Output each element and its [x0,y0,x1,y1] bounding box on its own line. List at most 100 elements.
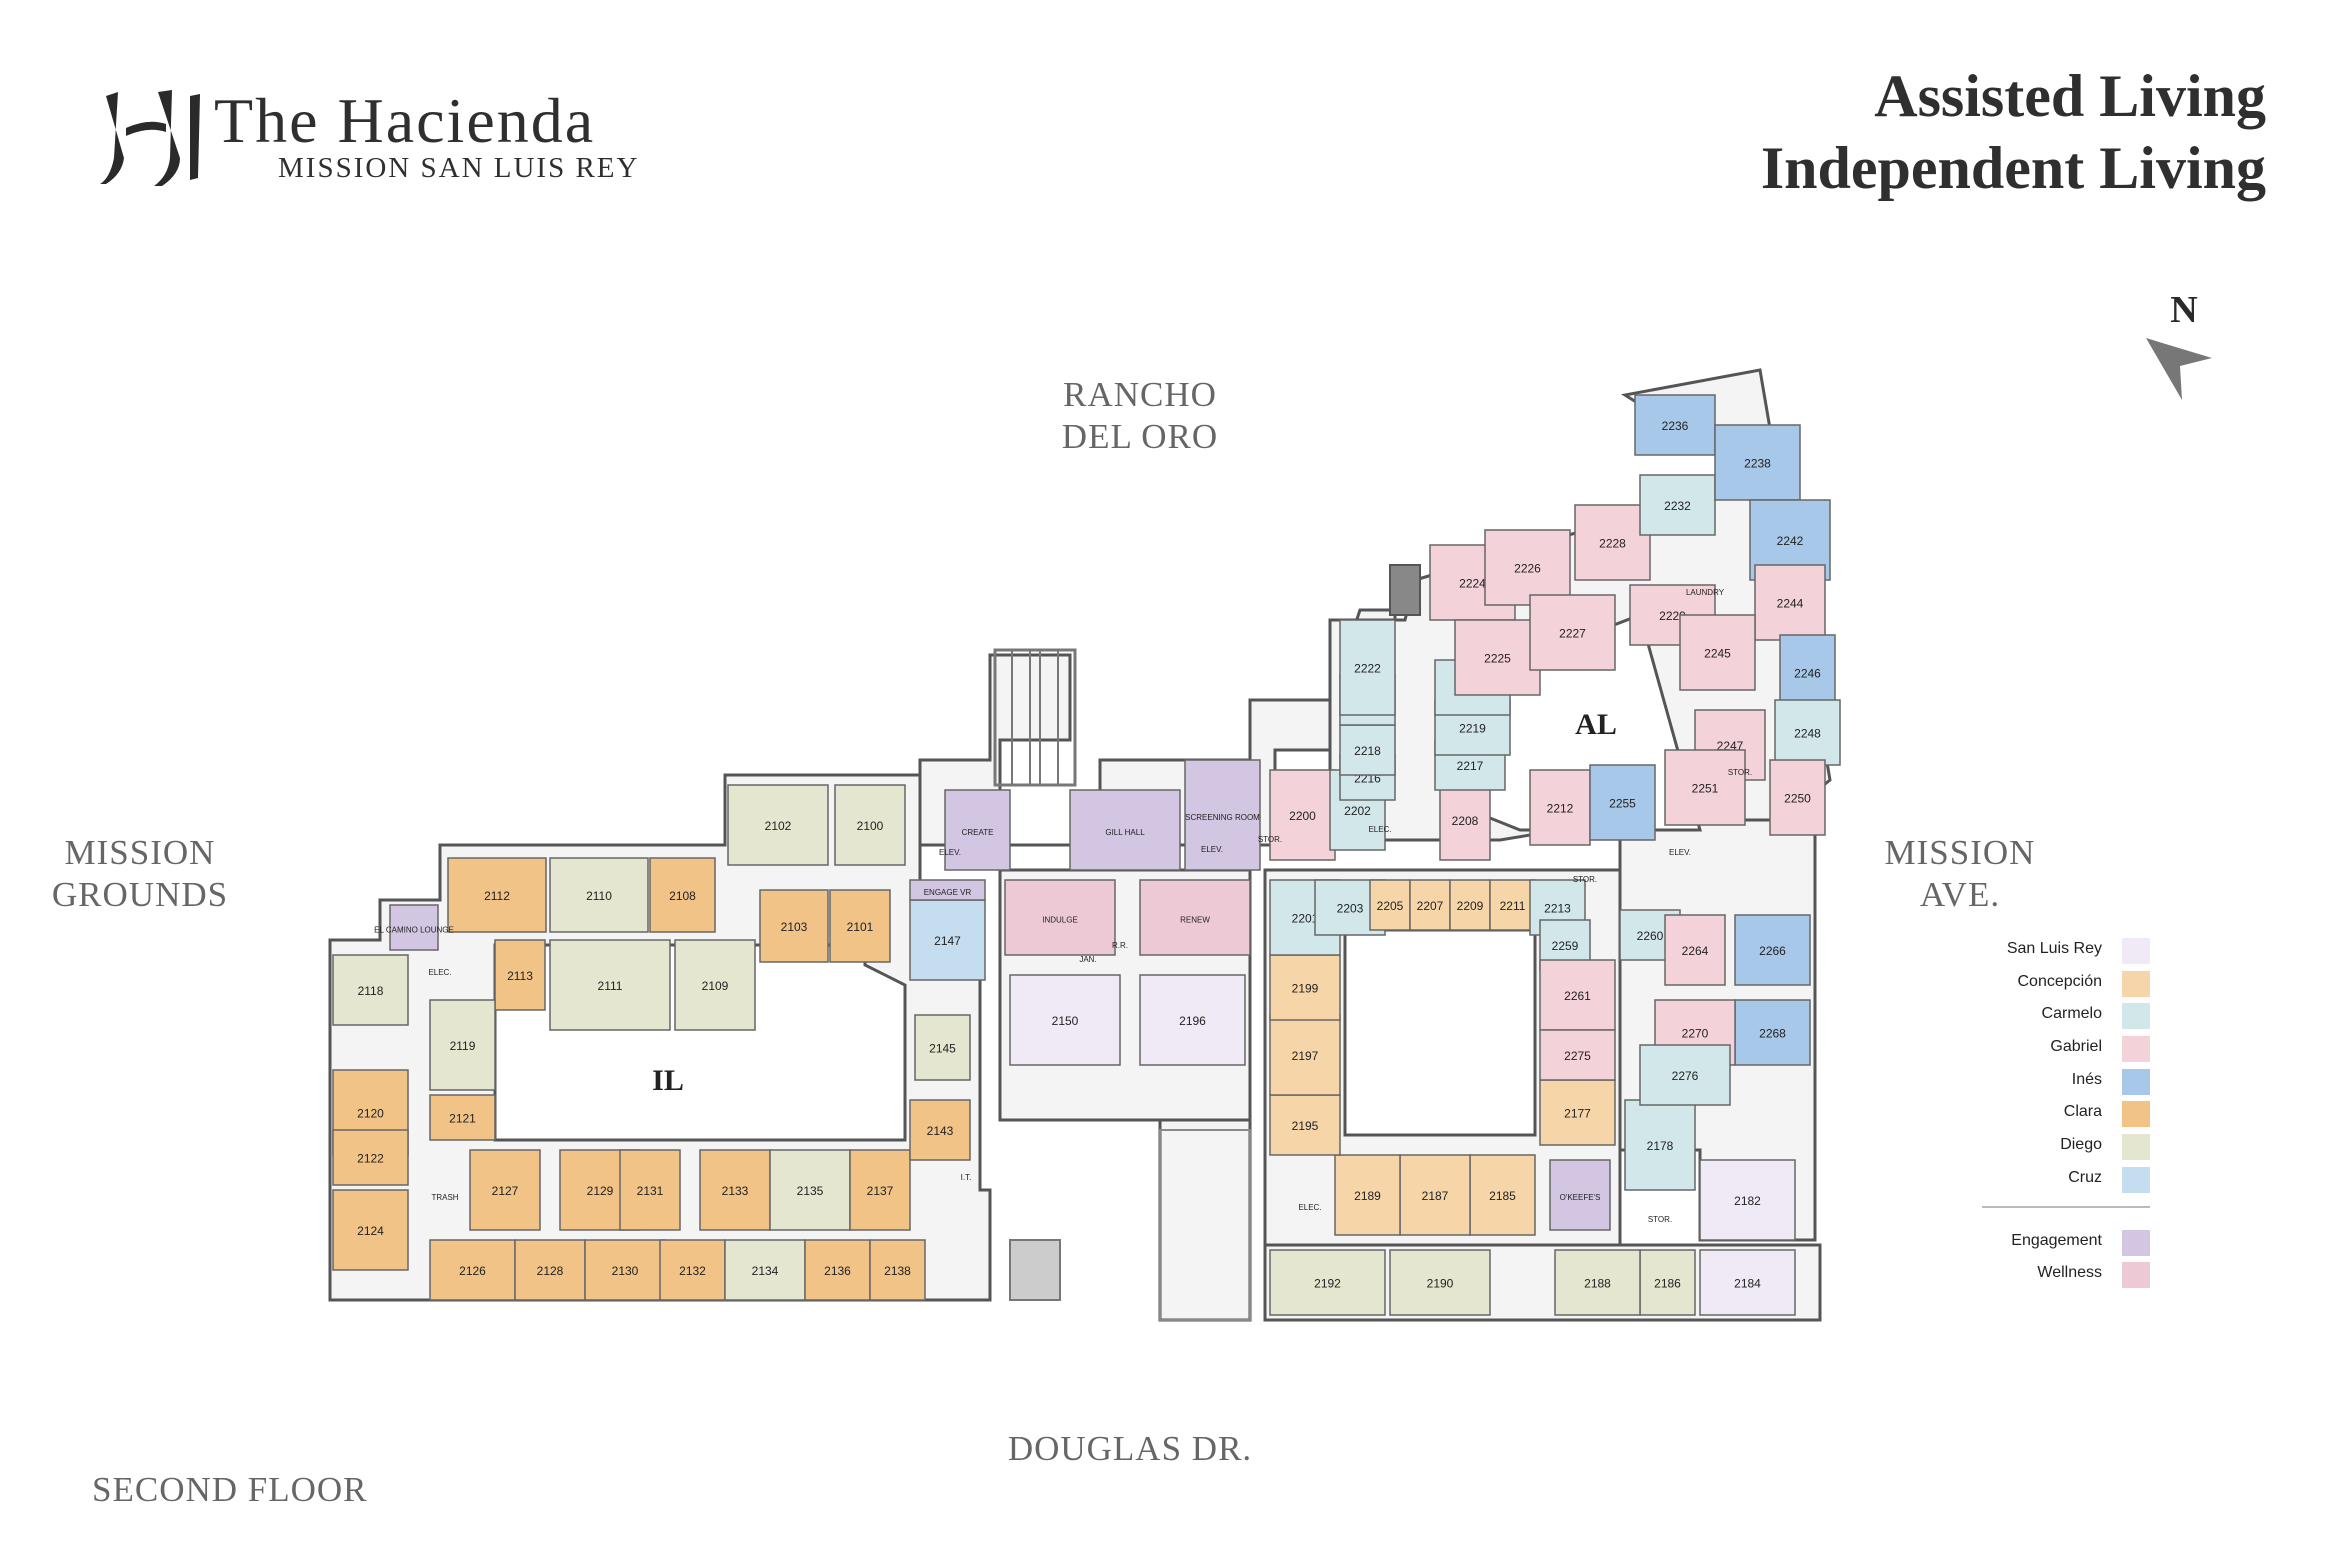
room-unit[interactable]: 2207 [1409,879,1451,931]
room-number: 2177 [1564,1107,1591,1121]
room-number: 2120 [357,1107,384,1121]
room-number: 2242 [1777,534,1804,548]
room-unit[interactable]: 2110 [549,857,649,933]
room-unit[interactable]: 2177 [1539,1079,1616,1146]
room-unit[interactable]: 2255 [1589,764,1656,841]
room-unit[interactable]: 2199 [1269,954,1341,1021]
room-unit[interactable]: 2100 [834,784,906,866]
room-unit[interactable]: 2186 [1639,1249,1696,1316]
room-unit[interactable]: 2225 [1454,619,1541,696]
room-unit[interactable]: 2250 [1769,759,1826,836]
room-unit[interactable]: 2197 [1269,1014,1341,1096]
room-unit[interactable]: 2236 [1634,394,1716,456]
service-label: JAN. [1079,955,1096,964]
amenity-room[interactable]: CREATE [944,789,1011,871]
room-unit[interactable]: 2188 [1554,1249,1641,1316]
room-unit[interactable]: 2131 [619,1149,681,1231]
room-unit[interactable]: 2195 [1269,1094,1341,1156]
room-unit[interactable]: 2222 [1339,619,1396,716]
room-unit[interactable]: 2128 [514,1239,586,1301]
room-unit[interactable]: 2182 [1699,1159,1796,1241]
amenity-room[interactable]: EL CAMINO LOUNGE [374,904,454,951]
room-unit[interactable]: 2264 [1664,914,1726,986]
legend-label: Concepción [2017,972,2103,990]
room-unit[interactable]: 2192 [1269,1249,1386,1316]
amenity-room[interactable]: GILL HALL [1069,789,1181,871]
amenity-room[interactable]: INDULGE [1004,879,1116,956]
room-unit[interactable]: 2147 [909,899,986,981]
room-number: 2187 [1422,1189,1449,1203]
room-unit[interactable]: 2211 [1489,879,1536,931]
room-unit[interactable]: 2138 [869,1239,926,1301]
room-unit[interactable]: 2112 [447,857,547,933]
room-unit[interactable]: 2248 [1774,699,1841,766]
room-unit[interactable]: 2275 [1539,1029,1616,1081]
legend-item: Engagement [1950,1228,2150,1261]
room-unit[interactable]: 2133 [699,1149,771,1231]
room-unit[interactable]: 2145 [914,1014,971,1081]
room-number: 2200 [1289,809,1316,823]
room-unit[interactable]: 2184 [1699,1249,1796,1316]
room-unit[interactable]: 2187 [1399,1154,1471,1236]
room-unit[interactable]: 2103 [759,889,829,963]
room-unit[interactable]: 2232 [1639,474,1716,536]
room-unit[interactable]: 2126 [429,1239,516,1301]
room-unit[interactable]: 2261 [1539,959,1616,1031]
room-unit[interactable]: 2246 [1779,634,1836,711]
room-unit[interactable]: 2245 [1679,614,1756,691]
amenity-room[interactable]: O'KEEFE'S [1549,1159,1611,1231]
room-unit[interactable]: 2251 [1664,749,1746,826]
room-number: 2209 [1457,899,1484,913]
room-unit[interactable]: 2238 [1714,424,1801,501]
room-number: 2103 [781,920,808,934]
room-number: 2126 [459,1264,486,1278]
room-unit[interactable]: 2178 [1624,1099,1696,1191]
room-unit[interactable]: 2109 [674,939,756,1031]
room-unit[interactable]: 2226 [1484,529,1571,606]
room-unit[interactable]: 2185 [1469,1154,1536,1236]
room-unit[interactable]: 2102 [727,784,829,866]
room-unit[interactable]: 2137 [849,1149,911,1231]
room-unit[interactable]: 2108 [649,857,716,933]
amenity-room[interactable]: ENGAGE VR [909,879,986,901]
room-unit[interactable]: 2119 [429,999,496,1091]
room-unit[interactable]: 2136 [804,1239,871,1301]
room-unit[interactable]: 2200 [1269,769,1336,861]
room-unit[interactable]: 2190 [1389,1249,1491,1316]
room-unit[interactable]: 2227 [1529,594,1616,671]
room-unit[interactable]: 2143 [909,1099,971,1161]
room-unit[interactable]: 2212 [1529,769,1591,846]
legend-item: Diego [1950,1132,2150,1165]
legend-swatch [2122,938,2150,964]
room-unit[interactable]: 2135 [769,1149,851,1231]
room-unit[interactable]: 2218 [1339,724,1396,776]
legend-swatch [2122,1101,2150,1128]
room-unit[interactable]: 2266 [1734,914,1811,986]
room-unit[interactable]: 2124 [332,1189,409,1271]
room-unit[interactable]: 2127 [469,1149,541,1231]
room-unit[interactable]: 2121 [429,1094,496,1141]
room-unit[interactable]: 2228 [1574,504,1651,581]
room-unit[interactable]: 2205 [1369,879,1411,931]
amenity-room[interactable]: RENEW [1139,879,1251,956]
room-unit[interactable]: 2118 [332,954,409,1026]
room-unit[interactable]: 2208 [1439,779,1491,861]
room-unit[interactable]: 2132 [659,1239,726,1301]
room-unit[interactable]: 2276 [1639,1044,1731,1106]
room-unit[interactable]: 2150 [1009,974,1121,1066]
legend-label: Inés [2071,1070,2102,1088]
room-unit[interactable]: 2196 [1139,974,1246,1066]
room-unit[interactable]: 2209 [1449,879,1491,931]
legend-label: Diego [2060,1136,2102,1154]
room-unit[interactable]: 2130 [584,1239,666,1301]
room-unit[interactable]: 2111 [549,939,671,1031]
room-unit[interactable]: 2113 [494,939,546,1011]
room-unit[interactable]: 2101 [829,889,891,963]
room-number: 2195 [1292,1119,1319,1133]
room-unit[interactable]: 2244 [1754,564,1826,641]
room-unit[interactable]: 2134 [724,1239,806,1301]
room-unit[interactable]: 2122 [332,1129,409,1186]
room-unit[interactable]: 2189 [1334,1154,1401,1236]
room-unit[interactable]: 2268 [1734,999,1811,1066]
amenity-room[interactable]: SCREENING ROOM [1184,759,1261,871]
